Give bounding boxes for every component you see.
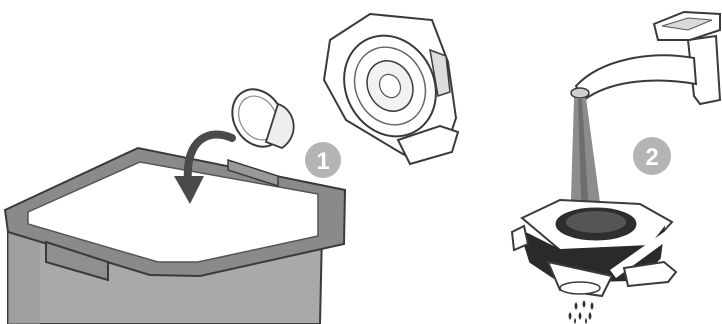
coffee-capsule-icon: [222, 80, 294, 156]
water-drops-icon: [569, 300, 594, 324]
step-number-1: 1: [316, 148, 329, 175]
capsule-holder-rinse-icon: [512, 200, 676, 296]
step-number-2: 2: [645, 144, 658, 171]
step-badge-1: 1: [305, 142, 341, 178]
faucet-icon: [571, 12, 720, 104]
step-badge-2: 2: [633, 137, 671, 175]
waste-bin-icon: [5, 148, 345, 324]
capsule-holder-icon: [324, 14, 458, 164]
